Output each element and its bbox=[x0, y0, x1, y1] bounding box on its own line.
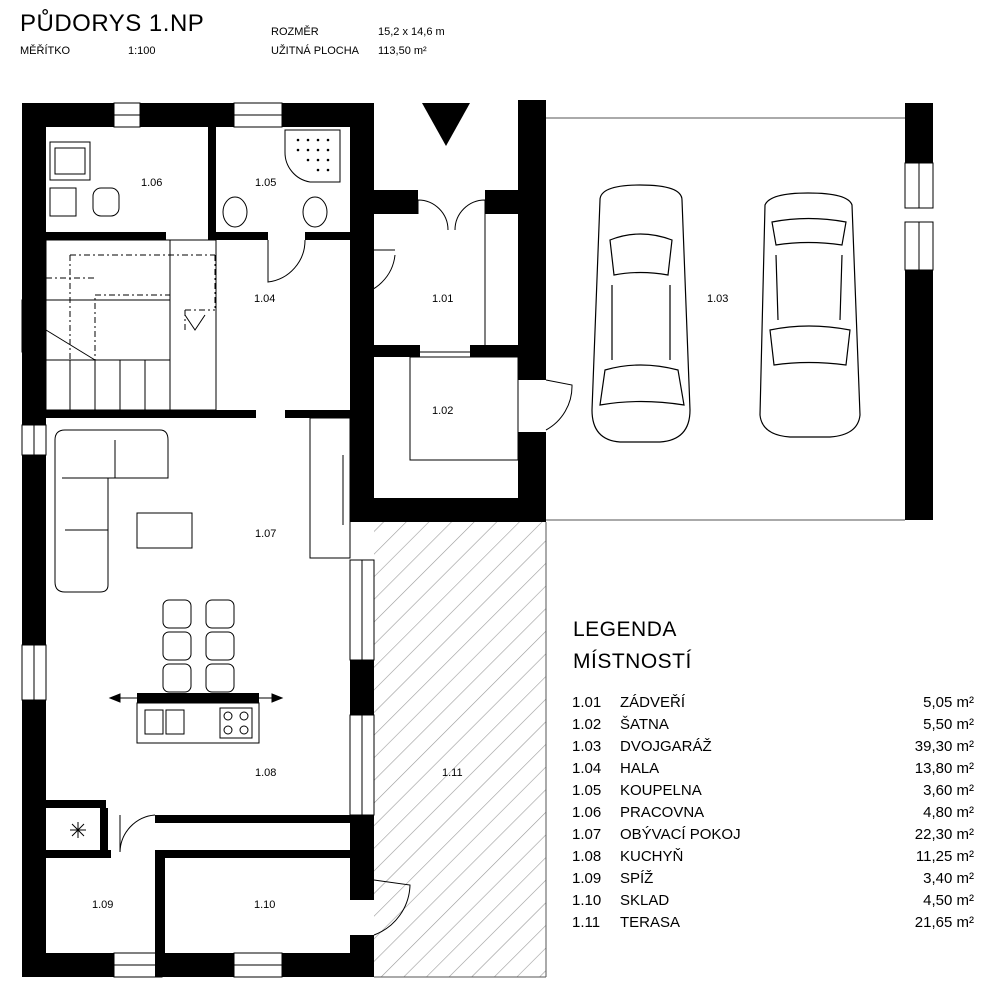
room-label-106: 1.06 bbox=[141, 177, 162, 189]
size-label: ROZMĚR bbox=[271, 26, 319, 38]
legend-room-area: 5,50 m² bbox=[923, 716, 974, 733]
legend-room-area: 21,65 m² bbox=[914, 914, 974, 931]
legend-room-area: 3,60 m² bbox=[923, 782, 974, 799]
legend-row: 1.10 SKLAD 4,50 m² bbox=[572, 892, 992, 912]
legend-row: 1.09 SPÍŽ 3,40 m² bbox=[572, 870, 992, 890]
room-label-109: 1.09 bbox=[92, 899, 113, 911]
island-arrow bbox=[108, 693, 284, 703]
room-label-105: 1.05 bbox=[255, 177, 276, 189]
area-label: UŽITNÁ PLOCHA bbox=[271, 45, 360, 57]
legend-room-name: DVOJGARÁŽ bbox=[620, 738, 712, 755]
windows bbox=[21, 102, 934, 978]
legend-room-number: 1.08 bbox=[572, 848, 602, 865]
legend-room-number: 1.11 bbox=[572, 914, 601, 931]
room-label-103: 1.03 bbox=[707, 293, 728, 305]
partitions bbox=[309, 214, 519, 559]
legend-title: LEGENDA bbox=[573, 618, 677, 641]
legend-room-name: KOUPELNA bbox=[620, 782, 702, 799]
legend-room-area: 5,05 m² bbox=[923, 694, 974, 711]
size-value: 15,2 x 14,6 m bbox=[378, 26, 445, 38]
legend-room-name: ZÁDVEŘÍ bbox=[620, 694, 686, 711]
legend-row: 1.06 PRACOVNA 4,80 m² bbox=[572, 804, 992, 824]
room-label-110: 1.10 bbox=[254, 899, 275, 911]
legend-room-area: 3,40 m² bbox=[923, 870, 974, 887]
shower-drain-dots bbox=[296, 138, 330, 172]
room-label-108: 1.08 bbox=[255, 767, 276, 779]
legend-row: 1.04 HALA 13,80 m² bbox=[572, 760, 992, 780]
legend-room-name: TERASA bbox=[620, 914, 681, 931]
legend-room-area: 4,50 m² bbox=[923, 892, 974, 909]
legend-room-name: PRACOVNA bbox=[620, 804, 705, 821]
legend-room-area: 13,80 m² bbox=[914, 760, 974, 777]
walls bbox=[22, 100, 933, 977]
sink-and-hob bbox=[144, 707, 253, 739]
legend-room-number: 1.09 bbox=[572, 870, 602, 887]
legend-room-number: 1.02 bbox=[572, 716, 602, 733]
legend-room-number: 1.07 bbox=[572, 826, 602, 843]
legend-room-area: 11,25 m² bbox=[915, 848, 974, 865]
dining-set bbox=[162, 599, 235, 693]
legend-room-number: 1.06 bbox=[572, 804, 602, 821]
legend-room-number: 1.04 bbox=[572, 760, 602, 777]
staircase bbox=[45, 239, 217, 411]
area-value: 113,50 m² bbox=[378, 45, 427, 57]
legend-row: 1.05 KOUPELNA 3,60 m² bbox=[572, 782, 992, 802]
room-label-102: 1.02 bbox=[432, 405, 453, 417]
coffee-table bbox=[136, 512, 193, 549]
bathroom-fixtures bbox=[222, 129, 341, 228]
legend-room-name: SPÍŽ bbox=[620, 870, 654, 887]
legend-row: 1.02 ŠATNA 5,50 m² bbox=[572, 716, 992, 736]
legend-room-name: ŠATNA bbox=[620, 716, 669, 733]
upper-stair-outline bbox=[46, 254, 216, 385]
legend-room-number: 1.03 bbox=[572, 738, 602, 755]
room-label-101: 1.01 bbox=[432, 293, 453, 305]
legend-room-name: OBÝVACÍ POKOJ bbox=[620, 826, 741, 843]
legend-room-number: 1.10 bbox=[572, 892, 602, 909]
kitchen-island bbox=[136, 702, 260, 744]
legend-row: 1.01 ZÁDVEŘÍ 5,05 m² bbox=[572, 694, 992, 714]
entrance-marker bbox=[422, 103, 470, 146]
legend-row: 1.03 DVOJGARÁŽ 39,30 m² bbox=[572, 738, 992, 758]
legend-room-name: KUCHYŇ bbox=[620, 848, 684, 865]
legend-room-name: HALA bbox=[620, 760, 660, 777]
legend-room-area: 4,80 m² bbox=[923, 804, 974, 821]
legend-room-number: 1.05 bbox=[572, 782, 602, 799]
legend-row: 1.11 TERASA 21,65 m² bbox=[572, 914, 992, 934]
pantry-star-icon bbox=[70, 822, 86, 838]
scale-value: 1:100 bbox=[128, 45, 156, 57]
terrace-hatch bbox=[374, 522, 546, 977]
legend-room-area: 22,30 m² bbox=[914, 826, 974, 843]
sofa bbox=[54, 429, 169, 593]
room-label-107: 1.07 bbox=[255, 528, 276, 540]
study-furniture bbox=[49, 141, 120, 217]
legend-subtitle: MÍSTNOSTÍ bbox=[573, 650, 692, 673]
plan-title: PŮDORYS 1.NP bbox=[20, 10, 205, 37]
legend-room-number: 1.01 bbox=[572, 694, 602, 711]
car-left bbox=[591, 184, 691, 443]
car-right bbox=[759, 192, 861, 438]
legend-row: 1.08 KUCHYŇ 11,25 m² bbox=[572, 848, 992, 868]
scale-label: MĚŘÍTKO bbox=[20, 45, 71, 57]
stair-arrow bbox=[184, 314, 206, 331]
doors bbox=[119, 199, 573, 936]
room-label-111: 1.11 bbox=[442, 767, 463, 779]
legend-row: 1.07 OBÝVACÍ POKOJ 22,30 m² bbox=[572, 826, 992, 846]
legend-room-area: 39,30 m² bbox=[914, 738, 974, 755]
legend-room-name: SKLAD bbox=[620, 892, 670, 909]
room-label-104: 1.04 bbox=[254, 293, 275, 305]
